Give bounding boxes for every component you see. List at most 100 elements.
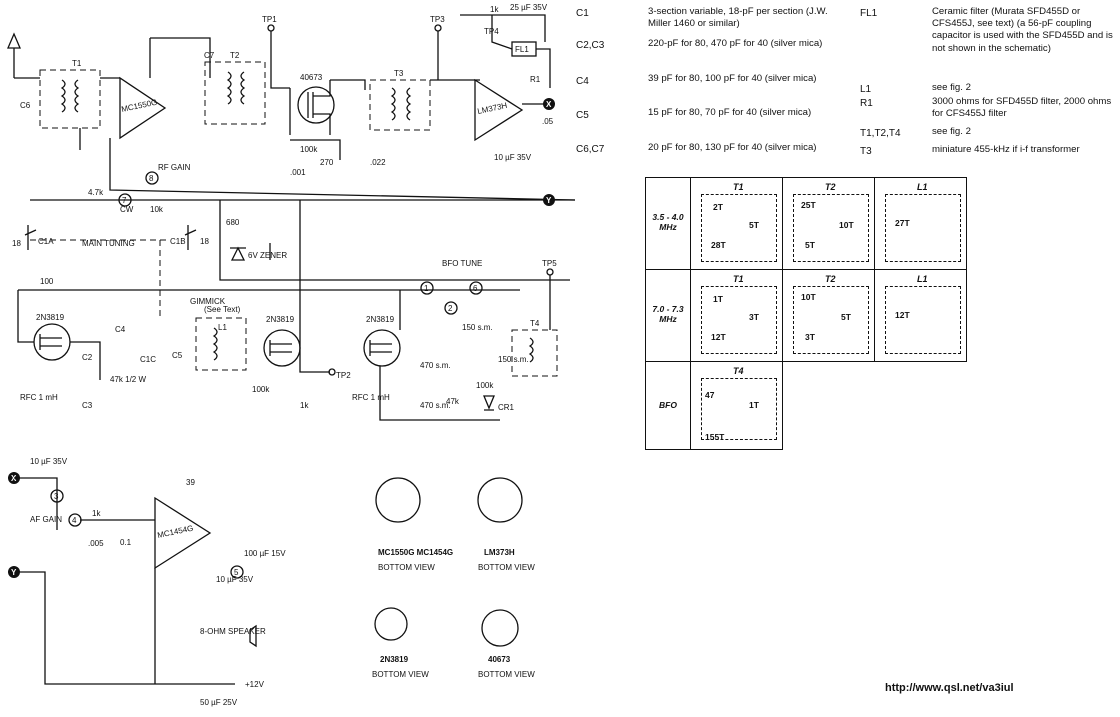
t1-label: T1 [72, 59, 82, 68]
cell-r1-t2-tap: 5T [805, 240, 815, 250]
cell-r2-t2-tap: 3T [805, 332, 815, 342]
r270-label: 270 [320, 158, 334, 167]
cell-r3-t4-secondary: 1T [749, 400, 759, 410]
c4-label: C4 [115, 325, 126, 334]
row-label-cell-2: 7.0 - 7.3 MHz [645, 269, 691, 362]
c10uf-audio-label: 10 µF 35V [30, 457, 68, 466]
c1b-label: C1B [170, 237, 186, 246]
pinout-mc1550g: MC1550G MC1454G BOTTOM VIEW [375, 477, 453, 572]
cell-r1-t2: T2 25T 10T 5T [782, 177, 875, 270]
t2-label: T2 [230, 51, 240, 60]
c1c-label: C1C [140, 355, 156, 364]
num-1: 1 [424, 284, 429, 293]
c005-label: .005 [88, 539, 104, 548]
cell-r1-l1: L1 27T [874, 177, 967, 270]
row-band-2: 7.0 - 7.3 MHz [652, 304, 684, 324]
pinout3-name: 2N3819 [380, 655, 409, 664]
row-label-cell-1: 3.5 - 4.0 MHz [645, 177, 691, 270]
r1-label: R1 [530, 75, 541, 84]
c1a-label: C1A [38, 237, 54, 246]
main-tuning-label: MAIN TUNING [82, 239, 135, 248]
rfc1-label: RFC 1 mH [20, 393, 58, 402]
mosfet-label: 40673 [300, 73, 323, 82]
pinout3-view: BOTTOM VIEW [372, 670, 429, 679]
c470-1-label: 470 s.m. [420, 361, 451, 370]
af-gain-label: AF GAIN [30, 515, 62, 524]
cell-r1-t1: T1 2T 5T 28T [690, 177, 783, 270]
c6-label: C6 [20, 101, 31, 110]
node-y-audio-label: Y [11, 568, 17, 577]
r1k-label: 1k [300, 401, 309, 410]
part-desc-t1t2t4: see fig. 2 [932, 126, 971, 137]
c39-label: 39 [186, 478, 195, 487]
cell-r2-t2-secondary: 5T [841, 312, 851, 322]
t3-label: T3 [394, 69, 404, 78]
tp2-label: TP2 [336, 371, 351, 380]
mosfet-40673: 40673 [297, 73, 335, 135]
part-ref-c5: C5 [576, 110, 589, 121]
pinout4-name: 40673 [488, 655, 511, 664]
n18-left: 18 [12, 239, 21, 248]
cell-r1-t2-secondary: 10T [839, 220, 854, 230]
cell-r2-t1-secondary: 3T [749, 312, 759, 322]
num-4: 4 [72, 516, 77, 525]
cell-r3-t4-tap: 155T [705, 432, 725, 442]
fl1-label: FL1 [515, 45, 529, 54]
part-desc-r1: 3000 ohms for SFD455D filter, 2000 ohms … [932, 96, 1112, 120]
cell-r2-t1-name: T1 [733, 274, 744, 284]
cr1-label: CR1 [498, 403, 515, 412]
part-ref-c6c7: C6,C7 [576, 144, 605, 155]
part-ref-l1: L1 [860, 84, 872, 95]
source-url[interactable]: http://www.qsl.net/va3iul [885, 682, 1014, 694]
r47k-label: 4.7k [88, 188, 104, 197]
fet-2n3819-bfo: 2N3819 [363, 315, 401, 367]
node-y-audio [8, 566, 20, 578]
cell-r2-l1-name: L1 [917, 274, 928, 284]
cell-r2-t1-primary: 1T [713, 294, 723, 304]
t4-label: T4 [530, 319, 540, 328]
pinout-40673: 40673 BOTTOM VIEW [478, 609, 535, 679]
c50uf-label: 50 µF 25V [200, 698, 238, 707]
ic3-label: MC1454G [157, 524, 195, 540]
part-desc-t3: miniature 455-kHz if i-f transformer [932, 144, 1080, 155]
node-x-label: X [546, 100, 552, 109]
cw-label: CW [120, 205, 134, 214]
pinout1-view: BOTTOM VIEW [378, 563, 435, 572]
ic1-label: MC1550G [121, 98, 159, 114]
pinout-lm373h: LM373H BOTTOM VIEW [477, 477, 535, 572]
gimmick-label: GIMMICK [190, 297, 226, 306]
cell-r1-t1-tap: 28T [711, 240, 726, 250]
r10k-label: 10k [150, 205, 164, 214]
c10uf-label: 10 µF 35V [494, 153, 532, 162]
c7-label: C7 [204, 51, 215, 60]
row-band-3: BFO [659, 400, 677, 410]
pinout-2n3819: 2N3819 BOTTOM VIEW [372, 607, 429, 679]
cell-r3-t4: T4 47 1T 155T [690, 361, 783, 450]
fet-2n3819-osc: 2N3819 [33, 313, 71, 361]
pinout1-name: MC1550G MC1454G [378, 548, 453, 557]
c022-label: .022 [370, 158, 386, 167]
cell-r2-l1-primary: 12T [895, 310, 910, 320]
pinout4-view: BOTTOM VIEW [478, 670, 535, 679]
bfo-tune-label: BFO TUNE [442, 259, 482, 268]
n18-right: 18 [200, 237, 209, 246]
cell-r1-l1-name: L1 [917, 182, 928, 192]
part-desc-fl1: Ceramic filter (Murata SFD455D or CFS455… [932, 6, 1113, 54]
cell-r1-t1-secondary: 5T [749, 220, 759, 230]
tp3-label: TP3 [430, 15, 445, 24]
fet2-label: 2N3819 [266, 315, 295, 324]
zener-label: 6V ZENER [248, 251, 287, 260]
fet3-label: 2N3819 [366, 315, 395, 324]
antenna-symbol [7, 32, 21, 78]
rfc2-label: RFC 1 mH [352, 393, 390, 402]
r680-label: 680 [226, 218, 240, 227]
node-y-label: Y [546, 196, 552, 205]
r100k-3-label: 100k [476, 381, 494, 390]
c25uf-label: 25 µF 35V [510, 3, 548, 12]
c2-label: C2 [82, 353, 93, 362]
part-ref-r1: R1 [860, 98, 873, 109]
cell-r1-t1-primary: 2T [713, 202, 723, 212]
r1k-audio-label: 1k [92, 509, 101, 518]
r47k-half-label: 47k 1/2 W [110, 375, 146, 384]
ic-mc1550g: MC1550G [119, 76, 167, 140]
